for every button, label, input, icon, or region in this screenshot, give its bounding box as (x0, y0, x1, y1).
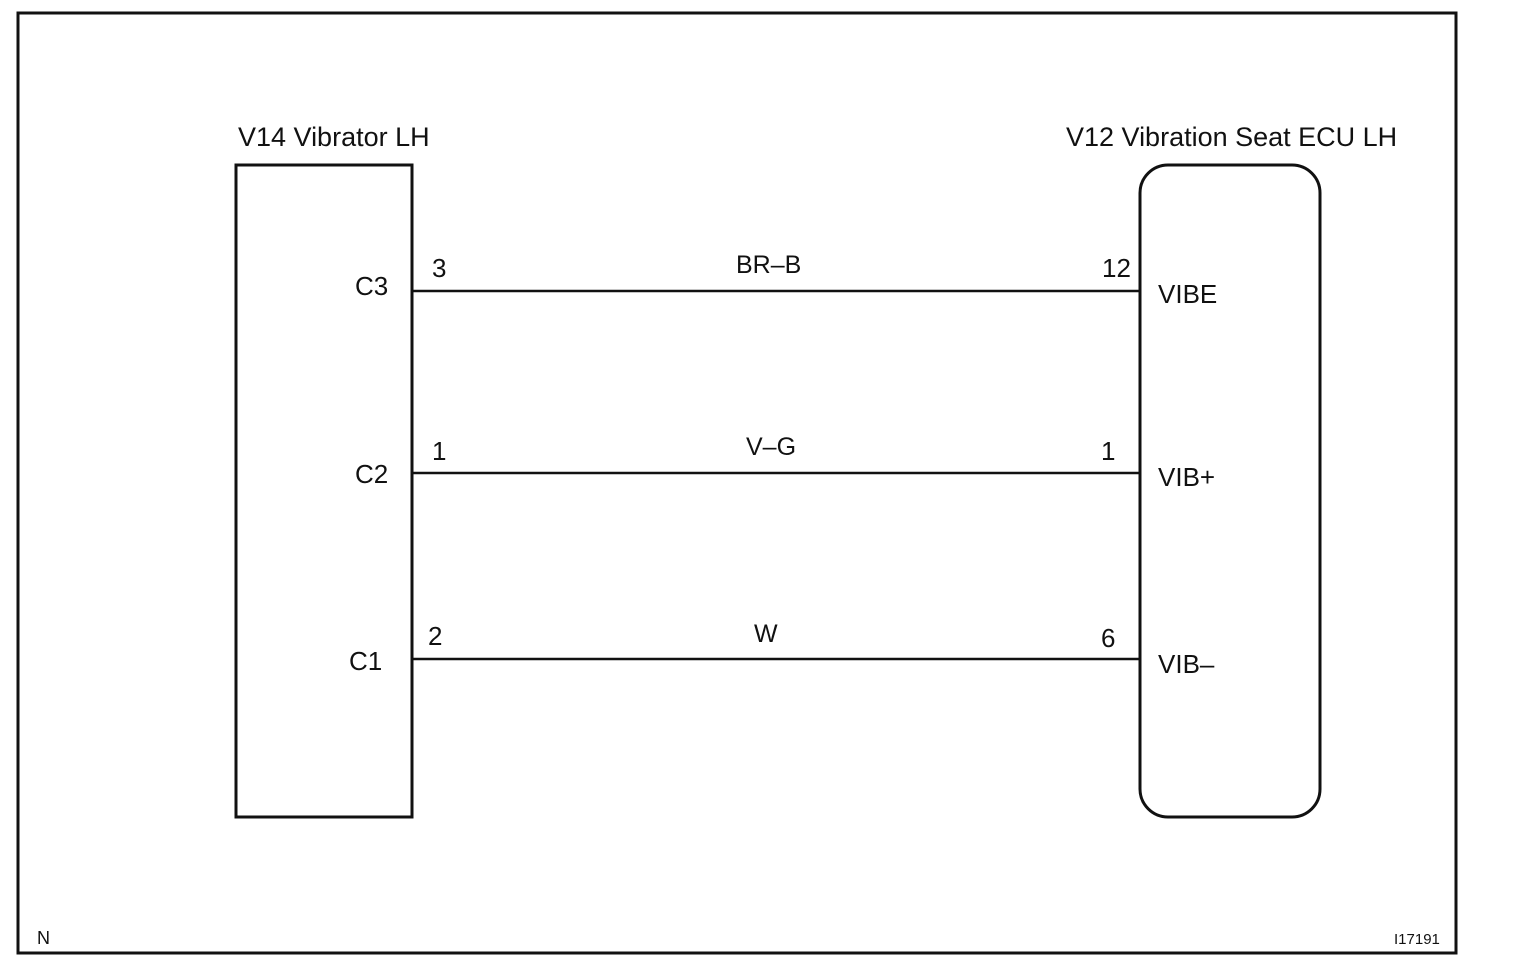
diagram-frame (16, 11, 1458, 955)
left-terminal-label: C3 (355, 271, 389, 301)
right-terminal-label: VIBE (1158, 279, 1218, 309)
left-component-title: V14 Vibrator LH (238, 122, 430, 152)
right-component-title: V12 Vibration Seat ECU LH (1066, 122, 1398, 152)
wire-color-label: BR–B (736, 251, 802, 279)
right-pin-number: 12 (1102, 253, 1131, 283)
right-pin-number: 1 (1101, 436, 1116, 466)
vibrator-connector-box (234, 163, 414, 819)
right-terminal-label: VIB+ (1158, 462, 1216, 492)
ecu-connector-box (1138, 163, 1322, 819)
corner-mark: N (37, 928, 50, 948)
right-pin-number: 6 (1101, 623, 1116, 653)
left-pin-number: 3 (432, 253, 447, 283)
figure-id: I17191 (1394, 931, 1440, 948)
left-terminal-label: C2 (355, 459, 389, 489)
left-pin-number: 2 (428, 621, 443, 651)
right-terminal-label: VIB– (1158, 649, 1215, 679)
wire-color-label: W (754, 620, 778, 648)
left-pin-number: 1 (432, 436, 447, 466)
wire-color-label: V–G (746, 433, 797, 461)
left-terminal-label: C1 (349, 646, 383, 676)
